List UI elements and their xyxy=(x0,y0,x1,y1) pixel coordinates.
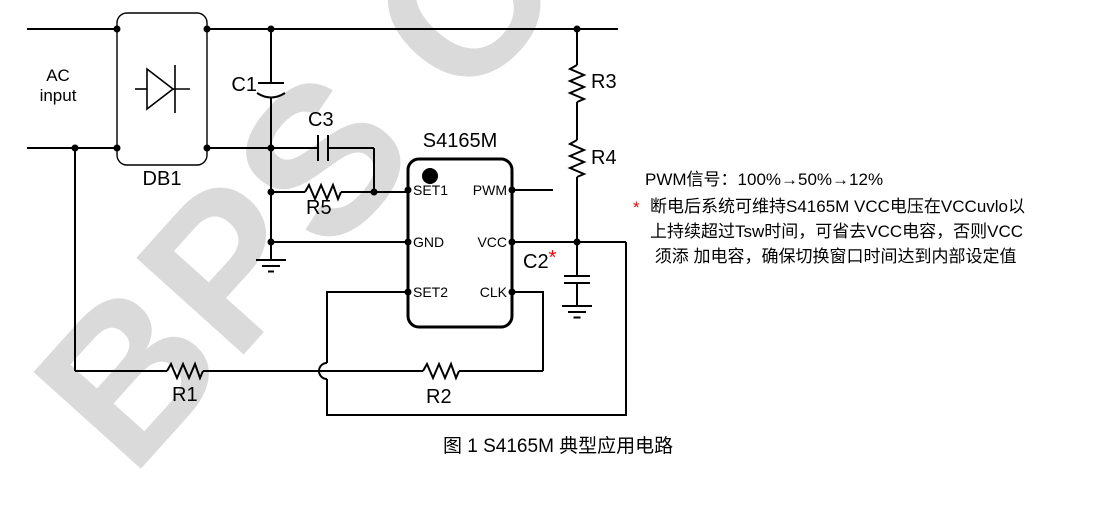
note-line-2: 上持续超过Tsw时间，可省去VCC电容，否则VCC xyxy=(650,222,1024,241)
label-r1: R1 xyxy=(172,384,198,406)
ac-input-label: AC input xyxy=(26,66,90,106)
pin-label-set2: SET2 xyxy=(413,284,449,300)
label-c2-asterisk: * xyxy=(548,247,557,269)
pin-label-set1: SET1 xyxy=(413,182,449,198)
label-c2-text: C2 xyxy=(523,251,549,273)
label-c1: C1 xyxy=(231,74,257,96)
label-c2: C2* xyxy=(523,247,556,273)
pin-label-clk: CLK xyxy=(479,284,507,300)
pin-label-pwm: PWM xyxy=(472,182,507,198)
figure-caption: 图 1 S4165M 典型应用电路 xyxy=(443,436,674,457)
pin-label-vcc: VCC xyxy=(477,234,507,250)
label-r5: R5 xyxy=(306,197,332,219)
pwm-signal-annotation: PWM信号：100%→50%→12% xyxy=(645,170,884,189)
label-db1: DB1 xyxy=(142,168,182,190)
diode-icon xyxy=(135,65,190,113)
note-line-1: 断电后系统可维持S4165M VCC电压在VCCuvlo以 xyxy=(650,197,1026,216)
note-asterisk: * xyxy=(633,198,640,217)
label-ic-part: S4165M xyxy=(422,130,498,152)
label-r2: R2 xyxy=(426,386,452,408)
label-r3: R3 xyxy=(591,71,617,93)
note-line-3: 须添 加电容，确保切换窗口时间达到内部设定值 xyxy=(650,247,1017,266)
label-c3: C3 xyxy=(308,109,334,131)
ac-input-line2: input xyxy=(39,86,77,105)
label-r4: R4 xyxy=(591,147,617,169)
vcc-note: * 断电后系统可维持S4165M VCC电压在VCCuvlo以 上持续超过Tsw… xyxy=(633,194,1025,269)
ac-input-line1: AC xyxy=(46,66,70,85)
pin-label-gnd: GND xyxy=(413,234,445,250)
